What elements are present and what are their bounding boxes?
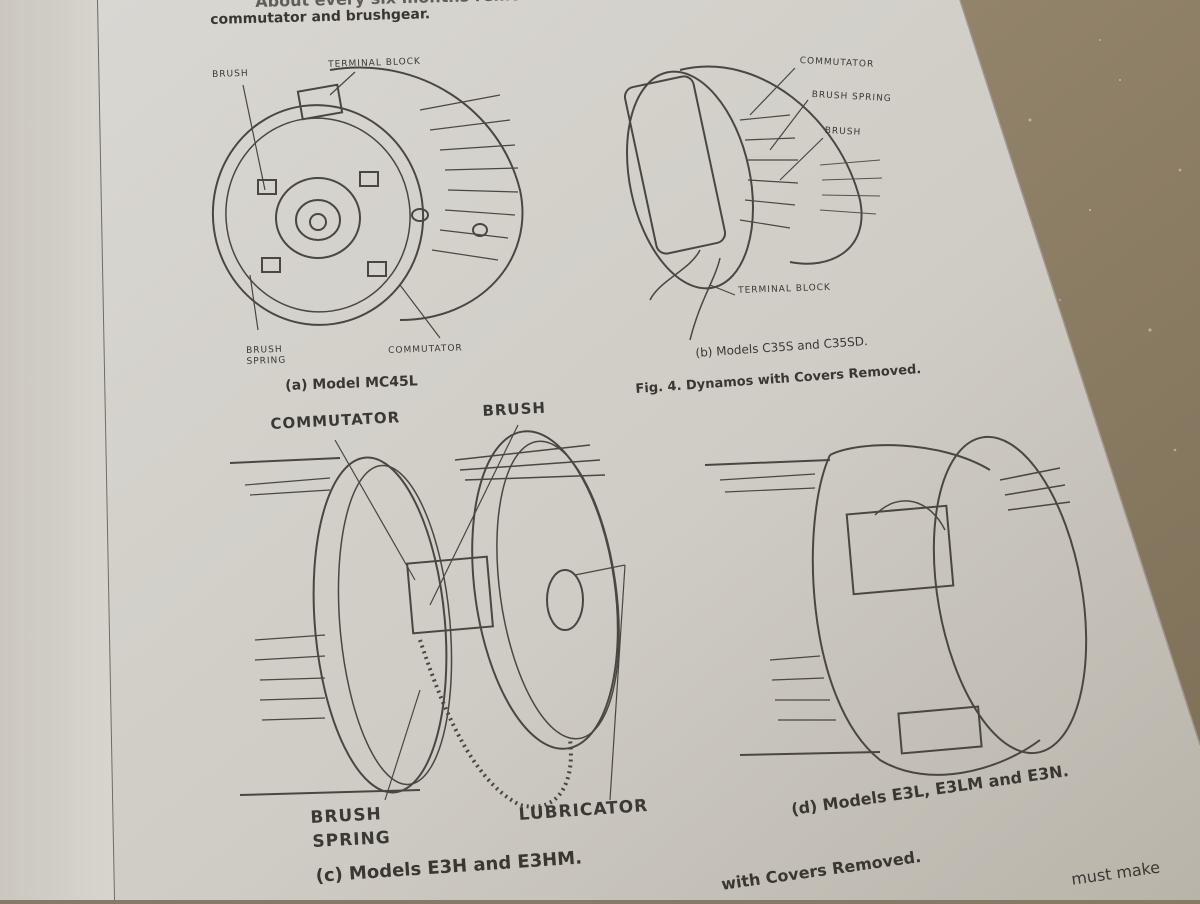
fig-a-label-brush-spring: BRUSH SPRING (246, 344, 287, 367)
fig-b-label-brush: BRUSH (824, 126, 862, 138)
fig-c-label-brush-spring-1: BRUSH (310, 804, 383, 828)
fig-c-label-brush-spring-2: SPRING (312, 827, 392, 852)
fig-c-label-brush: BRUSH (482, 398, 547, 420)
figure-d-dynamo (704, 435, 1088, 776)
fig-a-label-brush: BRUSH (212, 68, 249, 80)
figure-b-dynamo (623, 65, 883, 341)
figure-c-dynamo (229, 424, 626, 809)
left-page (0, 0, 115, 900)
page-right-edge (959, 0, 1200, 746)
sparkle-texture (1028, 39, 1182, 562)
main-page (98, 0, 1200, 900)
figure-a-dynamo (211, 66, 524, 339)
